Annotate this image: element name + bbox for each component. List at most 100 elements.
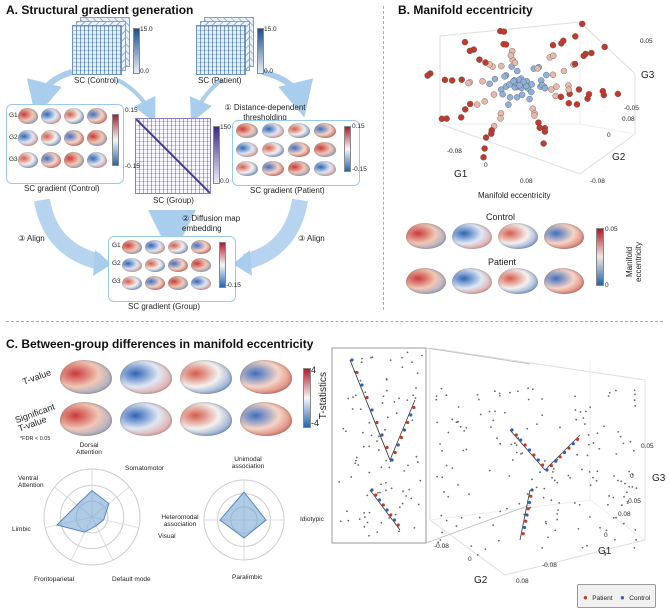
scatter-point [387, 416, 389, 418]
scatter-point [408, 489, 410, 491]
scatter-point [550, 499, 552, 501]
scatter-point [439, 443, 441, 445]
scatter-group-point [400, 436, 403, 439]
scatter-point [396, 412, 398, 414]
scatter-point [461, 517, 463, 519]
b-g1-tick-zero: 0 [484, 162, 488, 169]
scatter-point [407, 464, 409, 466]
scatter-point [417, 372, 419, 374]
scatter-group-point [370, 408, 373, 411]
scatter-point [526, 428, 528, 430]
scatter-point [406, 399, 408, 401]
scatter-group-point [397, 443, 400, 446]
manifold-node [501, 29, 507, 35]
scatter-point [634, 399, 636, 401]
scatter-point [620, 481, 622, 483]
manifold-node [500, 91, 506, 97]
manifold-node [588, 50, 594, 56]
scatter-point [615, 390, 617, 392]
scatter-point [592, 477, 594, 479]
scatter-point [366, 494, 368, 496]
brain-render [41, 152, 61, 168]
scatter-point [631, 486, 633, 488]
scatter-point [451, 467, 453, 469]
scatter-point [593, 442, 595, 444]
scatter-group-point [541, 463, 544, 466]
manifold-node [482, 98, 488, 104]
scatter-point [626, 491, 628, 493]
scatter-group-point [532, 453, 535, 456]
row-label-g2: G2 [9, 134, 18, 141]
scatter-point [584, 423, 586, 425]
b-g2-tick-zero: 0 [607, 132, 611, 139]
scatter-point [402, 490, 404, 492]
brain-render [288, 161, 310, 176]
sc-patient-matrix [196, 17, 252, 73]
scatter-group-point [385, 508, 388, 511]
scatter-group-point [528, 501, 531, 504]
scatter-point [554, 480, 556, 482]
brain-render [452, 223, 492, 249]
scatter-point [360, 408, 362, 410]
brain-grid-group [122, 240, 214, 296]
sc-group-scale-min: 0.0 [220, 178, 229, 185]
scatter-point [477, 394, 479, 396]
sc-control-colorbar [133, 28, 140, 74]
manifold-node [467, 48, 473, 54]
c-brains-significant [60, 402, 300, 438]
horizontal-divider [6, 321, 663, 322]
scatter-point [355, 460, 357, 462]
scatter-point [355, 394, 357, 396]
scatter-point [378, 449, 380, 451]
manifold-node [534, 65, 540, 71]
scatter-point [381, 466, 383, 468]
scatter-group-point [360, 383, 363, 386]
scatter-point [361, 358, 363, 360]
scatter-point [435, 399, 437, 401]
brain-render [236, 142, 258, 157]
radar2-label-idiotypic: Idiotypic [300, 516, 324, 523]
scatter-point [479, 517, 481, 519]
manifold-node [531, 113, 537, 119]
brain-render [498, 268, 538, 294]
manifold-node [482, 145, 488, 151]
scatter-point [607, 504, 609, 506]
vertical-divider [383, 6, 384, 310]
scatter-point [347, 398, 349, 400]
scatter-group-point [525, 513, 528, 516]
scatter-point [615, 517, 617, 519]
scatter-point [352, 396, 354, 398]
scatter-point [354, 462, 356, 464]
scatter-point [456, 525, 458, 527]
brain-render [191, 276, 211, 290]
scatter-point [350, 476, 352, 478]
brain-render [87, 108, 107, 124]
scatter-point [382, 402, 384, 404]
b-axis-g3: G3 [641, 70, 654, 81]
scatter-point [378, 435, 380, 437]
scatter-point [634, 529, 636, 531]
manifold-node [505, 102, 511, 108]
b-axis-g1: G1 [454, 169, 467, 180]
scatter-point [608, 395, 610, 397]
sc-group-scale-max: 150 [220, 124, 231, 131]
scatter-point [547, 536, 549, 538]
radar2-label-unimodal: Unimodal association [228, 456, 268, 470]
manifold-node [474, 102, 480, 108]
brain-render [122, 258, 142, 272]
sc-patient-label: SC (Patient) [198, 76, 242, 85]
brain-render [64, 152, 84, 168]
scatter-point [470, 545, 472, 547]
scatter-point [580, 411, 582, 413]
radar1-label-dorsal: Dorsal Attention [72, 442, 106, 456]
scatter-group-point [545, 468, 548, 471]
scatter-point [441, 450, 443, 452]
legend-control-label: Control [629, 595, 650, 602]
manifold-node [425, 73, 431, 79]
scatter-point [466, 449, 468, 451]
manifold-node [542, 85, 548, 91]
scatter-point [480, 414, 482, 416]
scatter-point [411, 419, 413, 421]
scatter-point [367, 522, 369, 524]
c-g3-tick-zero: 0 [630, 473, 634, 480]
